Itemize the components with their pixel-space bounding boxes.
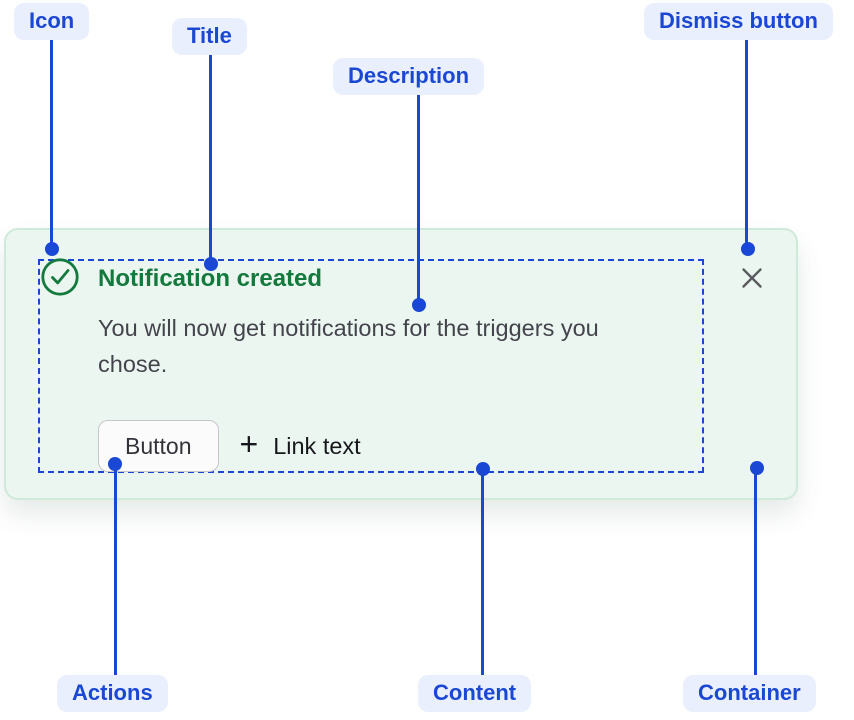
actions-callout-line (114, 464, 117, 676)
content-callout-dot (476, 462, 490, 476)
title-label: Title (172, 18, 247, 55)
actions-callout-dot (108, 457, 122, 471)
dismiss-callout-dot (741, 242, 755, 256)
icon-callout-dot (45, 242, 59, 256)
icon-label: Icon (14, 3, 90, 40)
actions-label: Actions (57, 675, 168, 712)
dismiss-button[interactable] (734, 261, 770, 297)
container-callout-line (754, 468, 757, 676)
description-label: Description (333, 58, 485, 95)
action-link[interactable]: + Link text (239, 426, 361, 462)
icon-callout-line (50, 39, 53, 249)
description-callout-line (417, 93, 420, 305)
dismiss-callout-line (745, 38, 748, 250)
container-label: Container (683, 675, 816, 712)
notification-container: Notification created You will now get no… (4, 228, 798, 500)
description-callout-dot (412, 298, 426, 312)
container-callout-dot (750, 461, 764, 475)
content-callout-line (481, 469, 484, 676)
content-region-outline (38, 259, 704, 473)
close-icon (740, 266, 764, 293)
title-callout-dot (204, 257, 218, 271)
notification-actions: Button + Link text (98, 420, 361, 472)
plus-icon: + (239, 426, 259, 462)
title-callout-line (209, 53, 212, 264)
dismiss-button-label: Dismiss button (644, 3, 833, 40)
action-link-label: Link text (273, 432, 361, 459)
check-circle-icon (40, 257, 80, 297)
content-label: Content (418, 675, 532, 712)
notification-description: You will now get notifications for the t… (98, 315, 599, 377)
